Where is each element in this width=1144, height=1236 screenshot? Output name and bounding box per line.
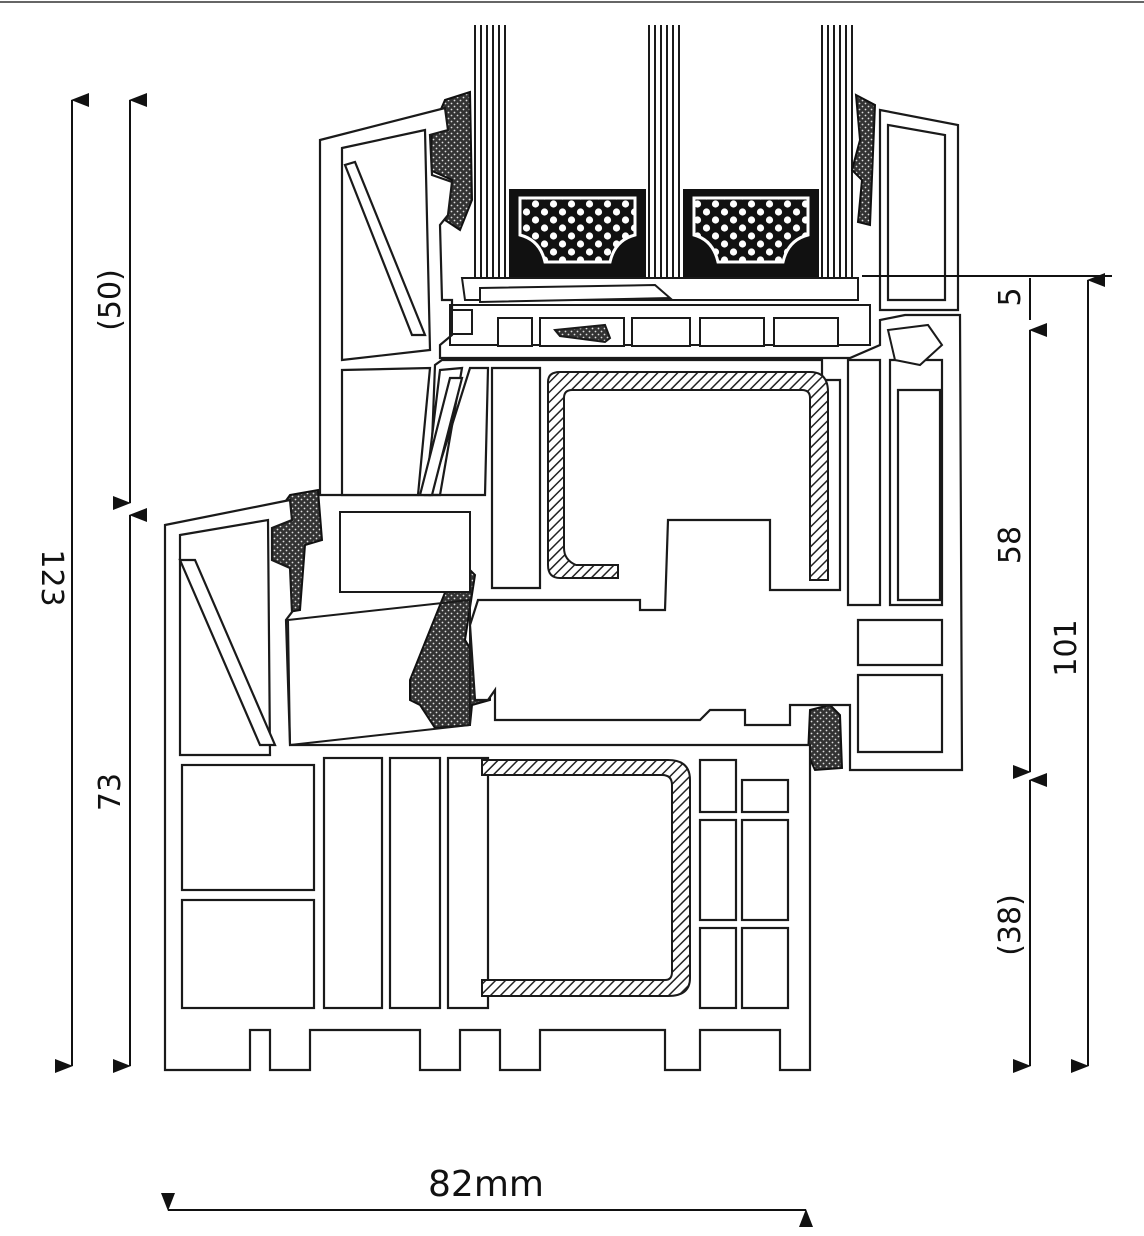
dim-label-overall-right: 101 [1049,619,1084,676]
frame-profile [163,498,812,1072]
dim-label-sash-height: (50) [93,269,128,331]
sash-outline [318,106,964,772]
frame-steel-reinforcement [481,759,691,997]
inner-glazing-gasket [850,93,877,227]
glazing-bead [449,277,944,367]
sash-profile [318,106,964,772]
glass-panes [474,25,853,278]
dim-label-total-height: 123 [34,549,69,606]
glass-spacers [509,189,819,279]
dim-label-sash-visible: 58 [993,526,1028,564]
dim-label-frame-height: 73 [93,773,128,811]
sash-lower-chamber [286,511,471,747]
sash-steel-reinforcement [547,371,829,581]
dim-label-glass-rebate: 5 [993,287,1028,306]
dim-label-frame-visible: (38) [993,894,1028,956]
glass-pane-middle [648,25,680,278]
inner-seal-gasket [806,703,844,772]
dimension-lines [55,93,1112,1227]
glass-pane-outer [474,25,506,278]
dim-label-depth: 82mm [428,1164,544,1205]
glass-pane-inner [821,25,853,278]
